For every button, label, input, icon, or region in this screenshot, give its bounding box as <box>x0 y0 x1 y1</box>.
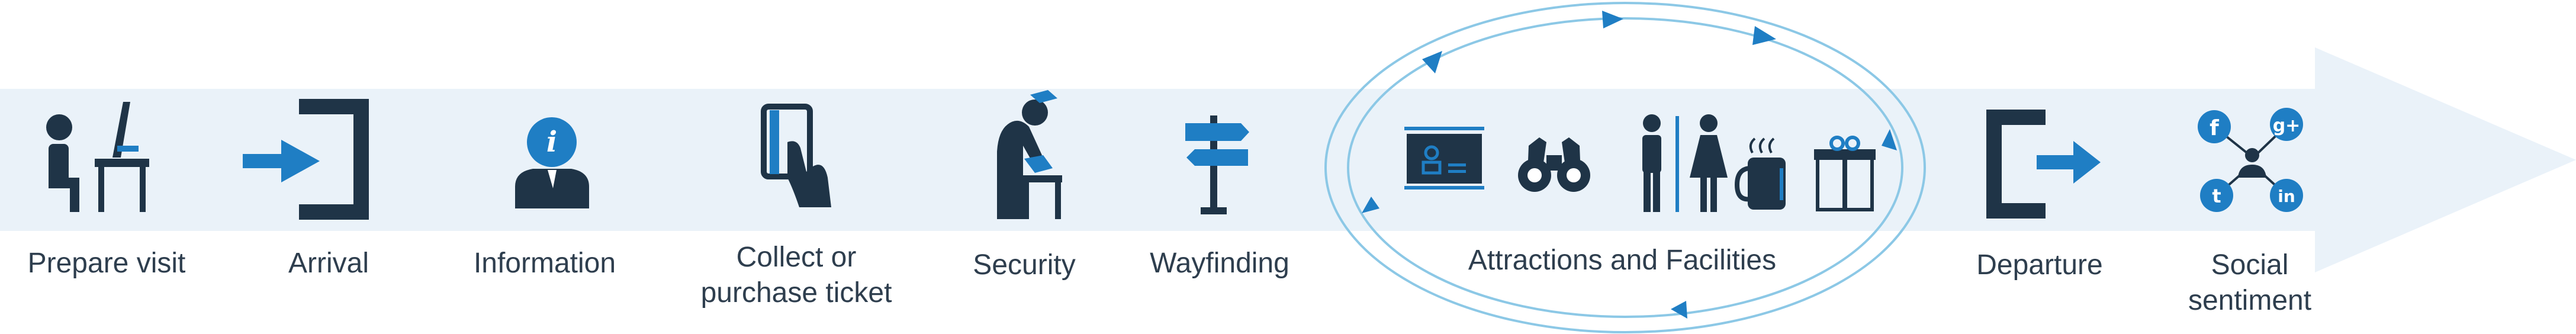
label-collect-ticket: Collect or purchase ticket <box>700 242 892 309</box>
journey-arrowhead <box>2315 47 2576 272</box>
hand-holding-card-icon <box>761 104 831 207</box>
enter-door-icon <box>243 99 369 220</box>
label-information: Information <box>473 248 616 279</box>
label-attractions-facilities: Attractions and Facilities <box>1468 245 1777 276</box>
journey-band <box>0 89 2333 231</box>
label-arrival: Arrival <box>288 248 369 279</box>
label-social-sentiment: Social sentiment <box>2188 249 2312 316</box>
binoculars-icon <box>1518 137 1590 192</box>
information-person-icon: i <box>515 117 589 208</box>
person-at-desk-icon <box>46 102 149 212</box>
security-guard-icon <box>997 90 1062 219</box>
label-departure: Departure <box>1976 249 2103 281</box>
coffee-cup-icon <box>1734 137 1786 210</box>
cycle-arrow-icons <box>1362 11 1897 319</box>
exit-door-icon <box>1986 110 2101 219</box>
linkedin-icon: in <box>2278 187 2295 206</box>
signpost-icon <box>1185 115 1249 214</box>
label-security: Security <box>973 249 1076 281</box>
googleplus-icon: g+ <box>2273 115 2301 136</box>
twitter-icon: t <box>2212 185 2221 207</box>
exhibit-screen-icon <box>1404 127 1484 190</box>
social-network-icon: f g+ t in <box>2198 108 2303 212</box>
gift-box-icon <box>1814 136 1876 211</box>
info-glyph: i <box>546 126 557 159</box>
label-prepare-visit: Prepare visit <box>27 248 186 279</box>
label-wayfinding: Wayfinding <box>1150 248 1289 279</box>
attractions-cycle-ring <box>1324 2 1926 333</box>
restroom-icon <box>1642 114 1728 212</box>
facebook-icon: f <box>2210 116 2219 140</box>
